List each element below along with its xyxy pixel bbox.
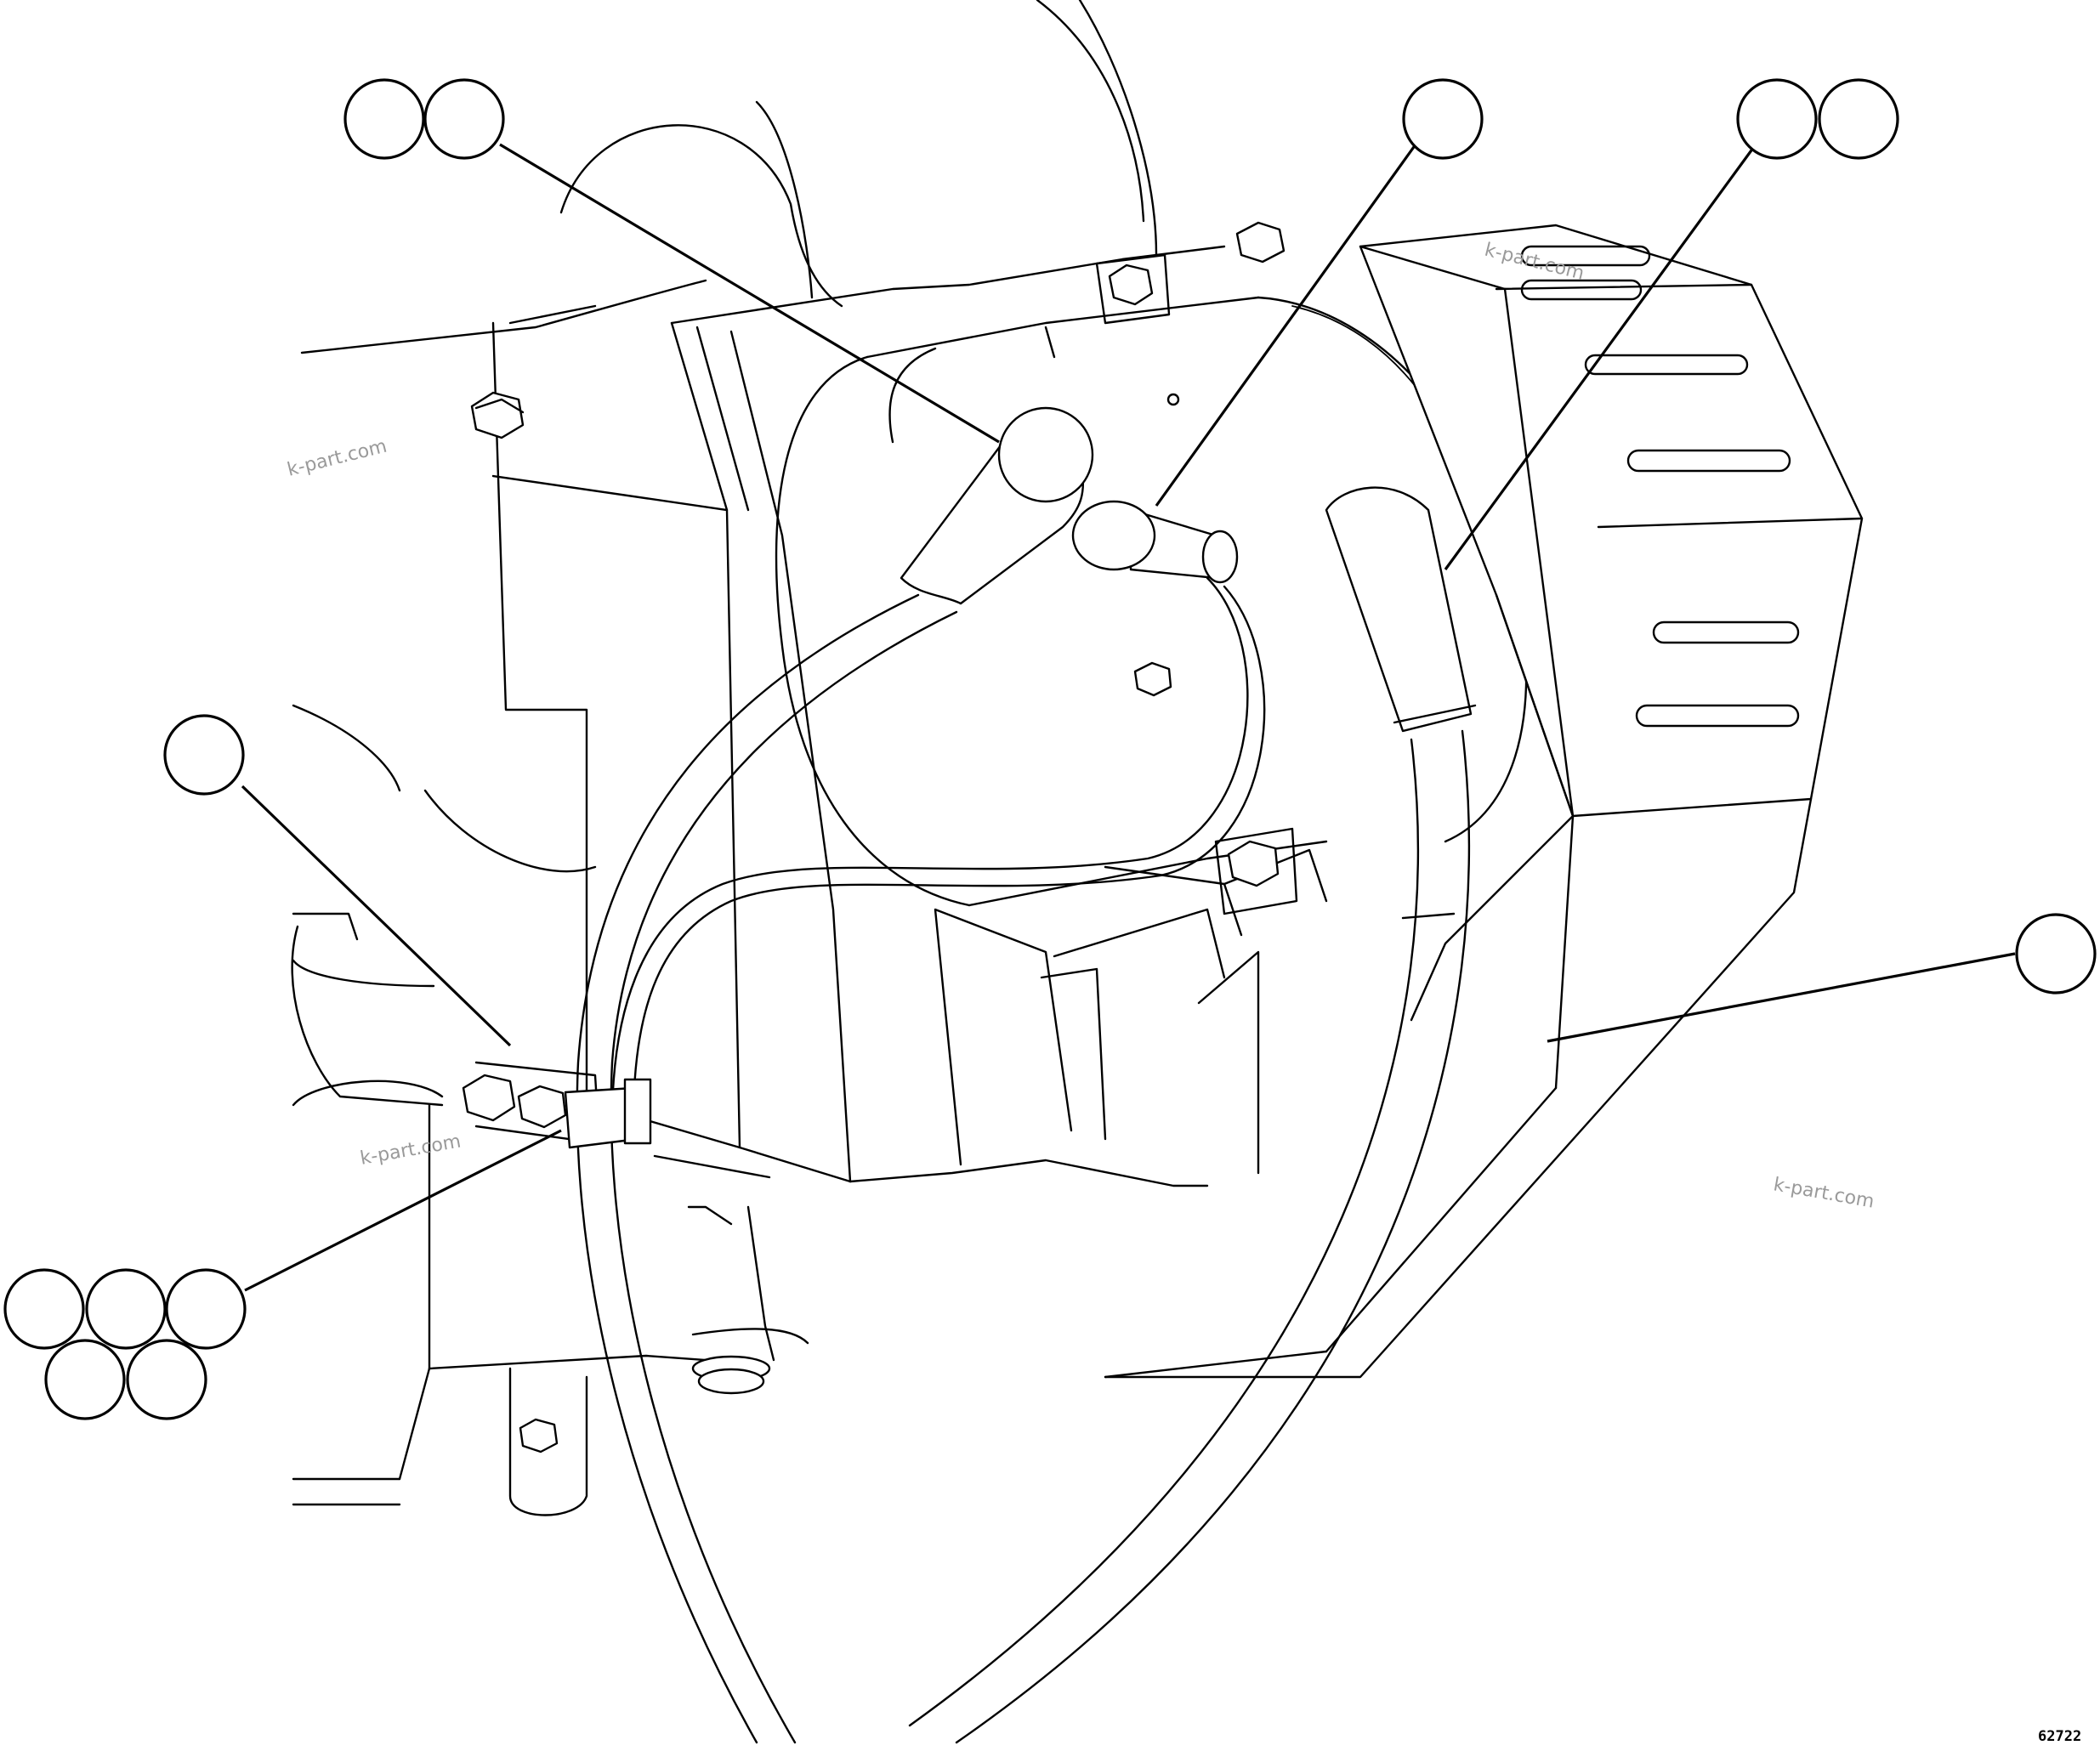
callout-group-b (1402, 78, 1484, 160)
callout-circle (44, 1339, 126, 1420)
callout-circle (1818, 78, 1899, 160)
watermark-text: k-part.com (1772, 1174, 1876, 1212)
hex-bolt-upper-center (1095, 253, 1171, 325)
starter-heat-shield (1104, 224, 1864, 1379)
battery-cable-right (908, 729, 1471, 1744)
leader-lines (241, 143, 2016, 1292)
hex-nut-bottom (519, 1418, 559, 1454)
callout-group-d (2015, 913, 2097, 994)
callout-circle (126, 1339, 207, 1420)
hex-nut-upper-right (1235, 221, 1286, 264)
callout-group-c (1736, 78, 1899, 160)
callout-group-a (343, 78, 505, 160)
figure-number: 62722 (2038, 1728, 2081, 1745)
callout-circle (1736, 78, 1818, 160)
cable-boot-right (1325, 486, 1477, 733)
terminal-stud (1133, 661, 1172, 697)
flange-nut-bottom (691, 1355, 771, 1395)
callout-circle (423, 78, 505, 160)
cable-clamp (564, 1078, 652, 1149)
hex-bolt-upper-left (470, 391, 525, 439)
ground-cable-center (610, 576, 1266, 1124)
callout-circle (165, 1268, 247, 1350)
hex-bolt-lower-left-pair (462, 1061, 601, 1145)
callout-group-f (3, 1268, 247, 1420)
cable-boot-left (900, 406, 1094, 605)
callout-circle (2015, 913, 2097, 994)
callout-circle (3, 1268, 85, 1350)
callout-circle (1402, 78, 1484, 160)
battery-cable-left (576, 593, 958, 1744)
watermark-text: k-part.com (359, 1130, 463, 1169)
callout-circle (163, 714, 245, 796)
cable-boot-center (1071, 500, 1239, 584)
engine-block-outline (291, 0, 1158, 1516)
callout-circle (343, 78, 425, 160)
callout-group-e (163, 714, 245, 796)
watermark-text: k-part.com (285, 436, 389, 481)
mounting-bracket (491, 245, 1328, 1362)
callout-circle (85, 1268, 167, 1350)
hex-bolt-lower-center (1214, 827, 1298, 915)
